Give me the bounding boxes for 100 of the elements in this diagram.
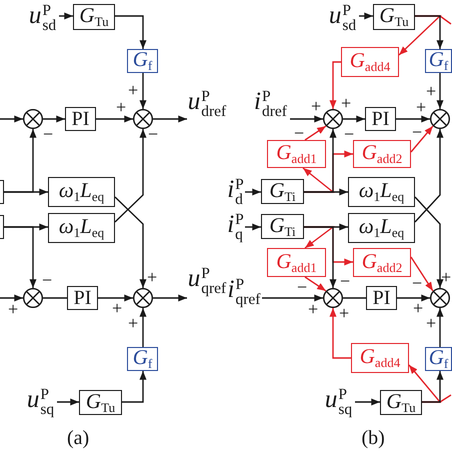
summing-junction: [323, 109, 343, 129]
sign-label: +: [112, 302, 122, 314]
summing-junction: [23, 109, 43, 129]
sign-label: +: [147, 271, 158, 283]
sign-label: +: [441, 271, 452, 283]
arrow: [114, 129, 146, 222]
summing-junction: [133, 109, 153, 129]
summing-junction: [430, 109, 450, 129]
signal-line: [343, 297, 366, 299]
sign-label: +: [413, 302, 424, 314]
summing-junction: [323, 288, 343, 308]
transfer-function-block: ω$_{1}$L$_{eq}$: [48, 213, 115, 243]
arrow: [114, 196, 146, 288]
transfer-function-block: ω$_{1}$L$_{eq}$: [48, 177, 115, 207]
arrow: [0, 116, 23, 122]
sign-label: +: [426, 317, 436, 329]
cropped-block: [0, 180, 4, 204]
pi-controller-block: PI: [65, 107, 96, 131]
arrow: [140, 73, 146, 109]
arrow: [436, 308, 444, 347]
arrow: [355, 398, 380, 406]
compensation-block: G$_{add2}$: [353, 140, 411, 168]
arrow: [436, 73, 444, 109]
arrow: [396, 116, 430, 122]
arrow: [304, 129, 336, 193]
compensation-block: G$_{add1}$: [267, 248, 326, 277]
arrow: [122, 371, 146, 403]
arrow: [4, 226, 36, 288]
arrow: [96, 116, 133, 122]
arrow: [262, 294, 323, 302]
arrow: [304, 276, 326, 292]
cropped-block: [0, 215, 4, 239]
arrow: [343, 116, 365, 122]
filter-block: G$_{f}$: [425, 347, 452, 371]
signal-line: [43, 297, 67, 299]
compensation-block: G$_{add4}$: [341, 47, 399, 77]
filter-block: G$_{f}$: [425, 49, 452, 73]
arrow: [59, 12, 73, 20]
panel-label: (a): [67, 428, 90, 448]
arrow: [0, 294, 23, 302]
arrow: [245, 224, 261, 230]
sign-label: +: [426, 85, 436, 97]
arrow: [397, 294, 430, 302]
filter-block: G$_{f}$: [127, 49, 158, 73]
arrow: [245, 188, 261, 196]
sign-label: +: [116, 101, 126, 113]
arrow: [4, 129, 36, 193]
sign-label: −: [294, 127, 304, 139]
arrow: [330, 308, 351, 359]
arrow: [304, 226, 336, 288]
arrow: [422, 371, 444, 403]
sign-label: +: [416, 101, 426, 113]
sign-label: −: [42, 274, 52, 286]
panel-label: (b): [362, 428, 385, 448]
sign-label: +: [8, 303, 18, 315]
transfer-function-block: G$_{Tu}$: [73, 4, 115, 30]
arrow: [140, 308, 146, 347]
arrow: [414, 129, 444, 222]
pi-controller-block: PI: [366, 286, 397, 310]
sign-label: +: [128, 317, 138, 329]
sign-label: −: [344, 128, 354, 140]
transfer-function-block: G$_{Ti}$: [261, 179, 304, 204]
compensation-block: G$_{add1}$: [267, 140, 326, 168]
arrow: [359, 12, 373, 20]
sign-label: −: [148, 128, 158, 140]
sign-label: −: [297, 281, 308, 293]
transfer-function-block: G$_{Ti}$: [261, 214, 304, 239]
arrow: [304, 126, 326, 141]
sign-label: +: [341, 97, 352, 109]
sign-label: +: [339, 307, 350, 319]
arrow: [57, 398, 79, 406]
summing-junction: [133, 288, 153, 308]
sign-label: +: [128, 84, 138, 96]
sign-label: −: [412, 126, 422, 138]
pi-controller-block: PI: [365, 107, 396, 131]
summing-junction: [430, 288, 450, 308]
sign-label: −: [412, 277, 422, 289]
transfer-function-block: G$_{Tu}$: [373, 4, 415, 30]
sign-label: +: [308, 303, 318, 315]
arrow: [410, 126, 434, 152]
arrow: [330, 61, 341, 109]
arrow: [290, 116, 323, 122]
sign-label: −: [43, 128, 54, 140]
transfer-function-block: ω$_{1}$L$_{eq}$: [348, 177, 415, 207]
transfer-function-block: G$_{Tu}$: [79, 390, 122, 415]
filter-block: G$_{f}$: [127, 347, 158, 371]
compensation-block: G$_{add2}$: [353, 248, 411, 277]
arrow: [410, 256, 434, 292]
compensation-block: G$_{add4}$: [351, 343, 409, 373]
arrow: [43, 116, 65, 122]
transfer-function-block: G$_{Tu}$: [380, 390, 422, 415]
transfer-function-block: ω$_{1}$L$_{eq}$: [348, 213, 415, 243]
arrow: [98, 294, 133, 302]
sign-label: −: [340, 275, 350, 287]
pi-controller-block: PI: [67, 286, 98, 310]
arrow: [153, 294, 187, 302]
arrow: [115, 15, 146, 49]
arrow: [414, 196, 444, 288]
summing-junction: [23, 288, 43, 308]
sign-label: +: [311, 100, 322, 112]
